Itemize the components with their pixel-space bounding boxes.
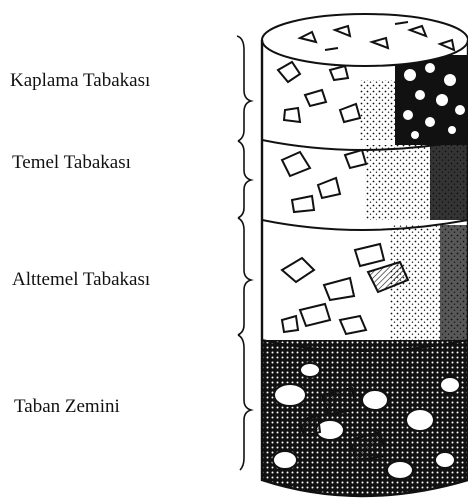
- alttemel-shadow: [440, 225, 468, 340]
- layer-braces: [237, 36, 251, 470]
- brace-taban: [238, 335, 251, 470]
- taban-body: [262, 340, 468, 504]
- layer-label-kaplama: Kaplama Tabakası: [10, 70, 150, 91]
- temel-shadow: [430, 145, 468, 220]
- pavement-column: [262, 14, 468, 504]
- brace-alttemel: [238, 218, 251, 335]
- brace-temel: [238, 141, 251, 218]
- layer-label-alttemel: Alttemel Tabakası: [12, 269, 150, 290]
- kaplama-shade: [360, 80, 398, 140]
- layer-label-taban: Taban Zemini: [14, 396, 120, 417]
- brace-kaplama: [237, 36, 251, 141]
- column-top: [262, 14, 468, 66]
- layer-label-temel: Temel Tabakası: [12, 152, 131, 173]
